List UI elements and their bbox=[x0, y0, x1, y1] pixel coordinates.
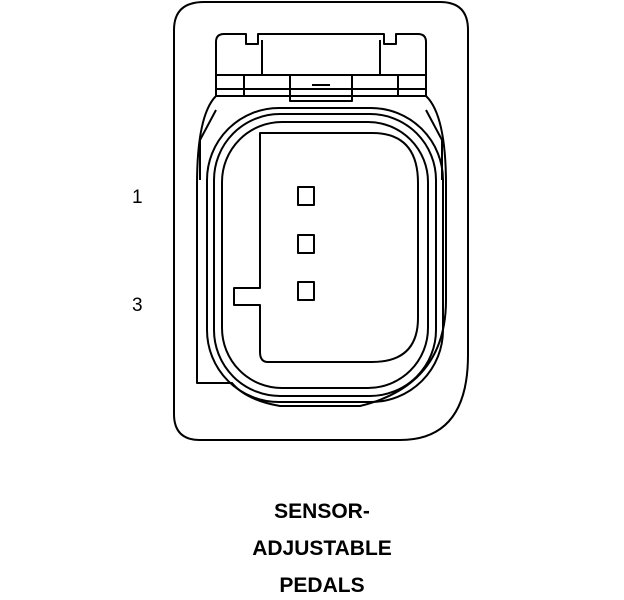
pin-2-terminal bbox=[297, 234, 315, 254]
caption-line-2: ADJUSTABLE bbox=[252, 537, 392, 560]
caption-line-3: PEDALS bbox=[279, 574, 365, 597]
left-shroud-tab bbox=[199, 109, 217, 180]
connector-housing-outline bbox=[173, 1, 469, 441]
caption-line-1: SENSOR- bbox=[274, 500, 370, 523]
pin-3-terminal bbox=[297, 281, 315, 301]
connector-face-outer-ring bbox=[206, 107, 444, 403]
connector-face-inner-ring bbox=[221, 121, 429, 389]
connector-housing-inner-outline bbox=[196, 95, 447, 407]
connector-face-middle-ring bbox=[213, 113, 437, 397]
connector-latch bbox=[215, 33, 427, 102]
pin-1-terminal bbox=[297, 186, 315, 206]
connector-cavity-key bbox=[233, 132, 419, 363]
pin-1-label: 1 bbox=[132, 187, 143, 208]
pin-3-label: 3 bbox=[132, 295, 143, 316]
